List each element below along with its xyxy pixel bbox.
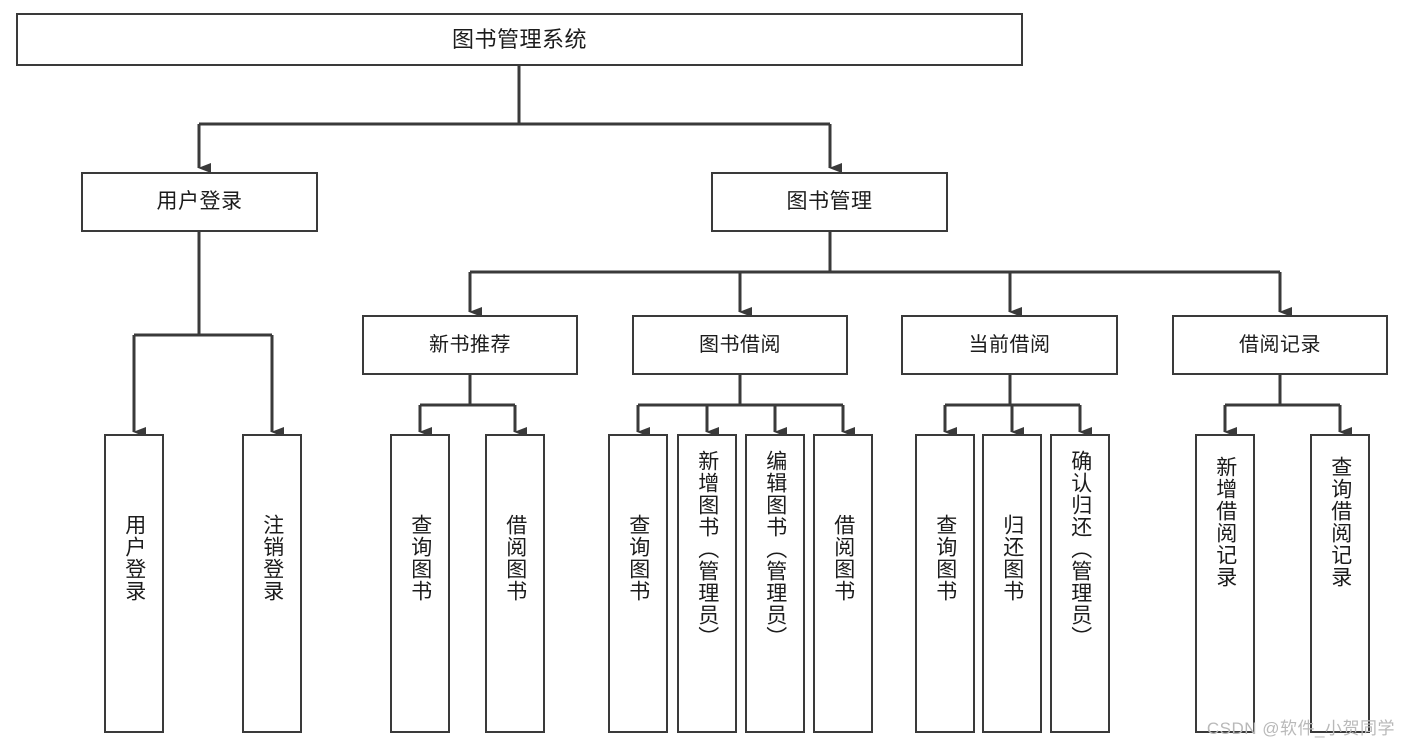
leaf-add-book-admin-label: 新增图书（管理员）: [695, 450, 719, 648]
node-book-borrow[interactable]: 图书借阅: [632, 315, 848, 375]
leaf-query-book-borrow-label: 查询图书: [626, 514, 650, 602]
leaf-return-book[interactable]: 归还图书: [982, 434, 1042, 733]
leaf-query-book-current[interactable]: 查询图书: [915, 434, 975, 733]
leaf-query-book-recommend-label: 查询图书: [408, 514, 432, 602]
node-book-borrow-label: 图书借阅: [699, 333, 781, 356]
node-borrow-record-label: 借阅记录: [1239, 333, 1321, 356]
leaf-query-borrow-record[interactable]: 查询借阅记录: [1310, 434, 1370, 733]
leaf-logout[interactable]: 注销登录: [242, 434, 302, 733]
node-current-borrow[interactable]: 当前借阅: [901, 315, 1118, 375]
node-book-management[interactable]: 图书管理: [711, 172, 948, 232]
leaf-user-login-label: 用户登录: [122, 514, 146, 602]
leaf-confirm-return-admin-label: 确认归还（管理员）: [1068, 450, 1092, 648]
leaf-borrow-book-recommend[interactable]: 借阅图书: [485, 434, 545, 733]
leaf-borrow-book-label: 借阅图书: [831, 514, 855, 602]
node-borrow-record[interactable]: 借阅记录: [1172, 315, 1388, 375]
leaf-query-book-borrow[interactable]: 查询图书: [608, 434, 668, 733]
leaf-user-login[interactable]: 用户登录: [104, 434, 164, 733]
leaf-query-book-recommend[interactable]: 查询图书: [390, 434, 450, 733]
node-root[interactable]: 图书管理系统: [16, 13, 1023, 66]
leaf-logout-label: 注销登录: [260, 514, 284, 602]
node-new-book-recommend-label: 新书推荐: [429, 333, 511, 356]
leaf-query-borrow-record-label: 查询借阅记录: [1328, 456, 1352, 588]
leaf-borrow-book-recommend-label: 借阅图书: [503, 514, 527, 602]
leaf-borrow-book[interactable]: 借阅图书: [813, 434, 873, 733]
leaf-add-book-admin[interactable]: 新增图书（管理员）: [677, 434, 737, 733]
node-user-login[interactable]: 用户登录: [81, 172, 318, 232]
leaf-query-book-current-label: 查询图书: [933, 514, 957, 602]
node-user-login-label: 用户登录: [156, 189, 243, 213]
watermark-text: CSDN @软件_小贺同学: [1206, 719, 1395, 738]
leaf-add-borrow-record[interactable]: 新增借阅记录: [1195, 434, 1255, 733]
leaf-edit-book-admin-label: 编辑图书（管理员）: [763, 450, 787, 648]
node-new-book-recommend[interactable]: 新书推荐: [362, 315, 578, 375]
leaf-return-book-label: 归还图书: [1000, 514, 1024, 602]
node-book-management-label: 图书管理: [786, 189, 873, 213]
node-root-label: 图书管理系统: [451, 26, 587, 52]
leaf-add-borrow-record-label: 新增借阅记录: [1213, 456, 1237, 588]
leaf-confirm-return-admin[interactable]: 确认归还（管理员）: [1050, 434, 1110, 733]
node-current-borrow-label: 当前借阅: [968, 333, 1051, 356]
leaf-edit-book-admin[interactable]: 编辑图书（管理员）: [745, 434, 805, 733]
